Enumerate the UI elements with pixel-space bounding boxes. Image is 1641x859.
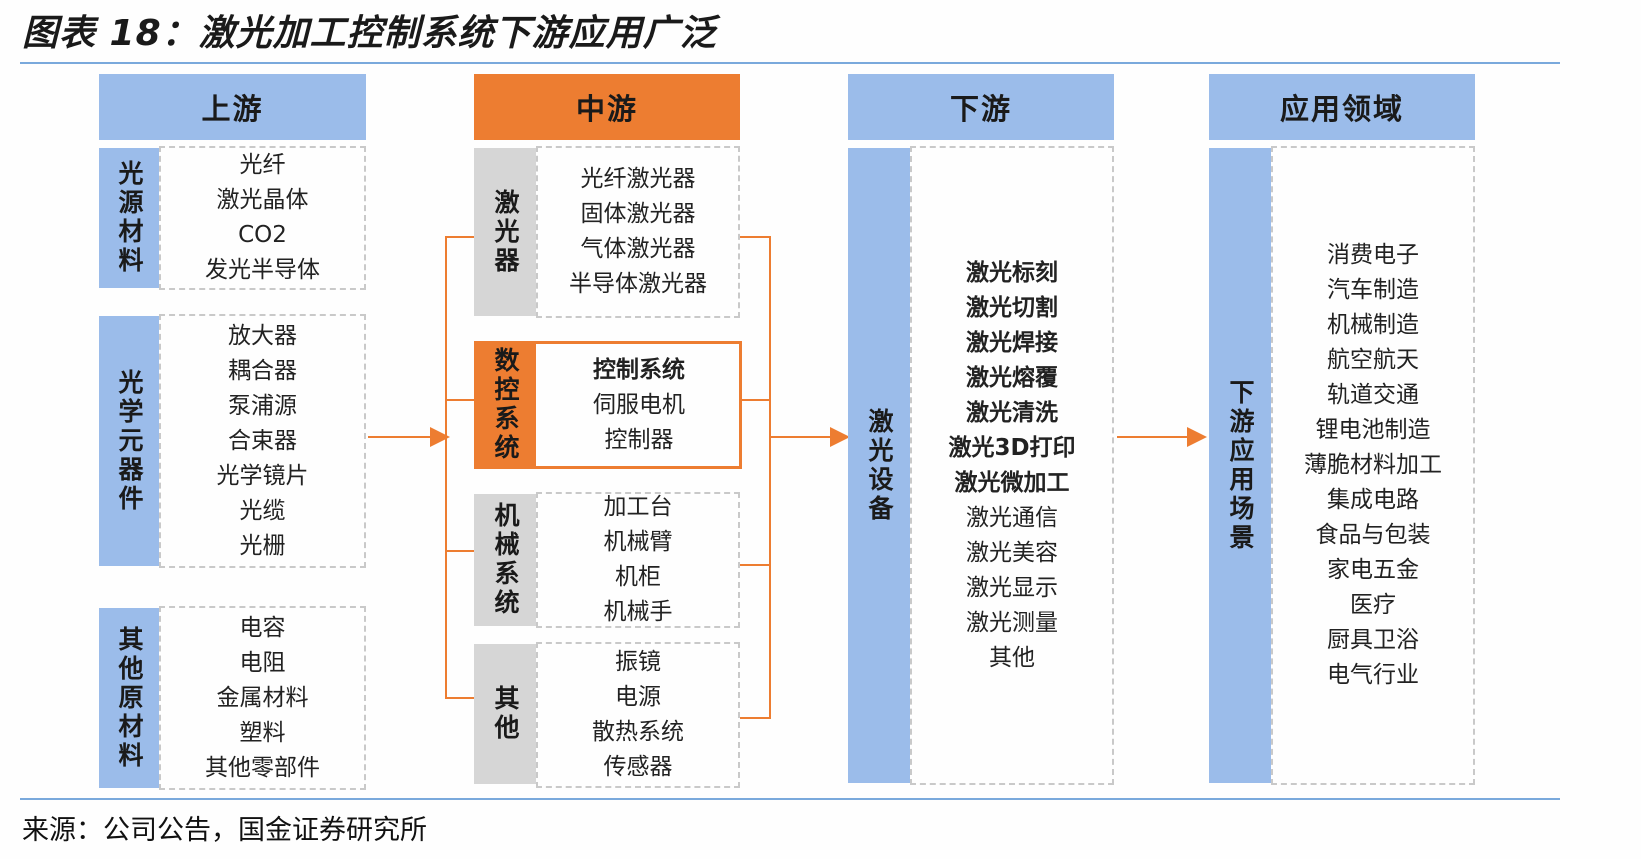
upstream-group-box: 光纤 激光晶体 CO2 发光半导体: [159, 146, 366, 290]
list-item: 薄脆材料加工: [1304, 452, 1442, 478]
upstream-group-label: 光源材料: [99, 148, 159, 288]
header-downstream: 下游: [848, 74, 1114, 140]
upstream-group-label: 光学元器件: [99, 316, 159, 566]
top-divider: [20, 62, 1560, 64]
list-item: 合束器: [228, 427, 297, 454]
upstream-group-label: 其他原材料: [99, 608, 159, 788]
group-label-text: 光源材料: [115, 160, 144, 276]
list-item: 金属材料: [216, 684, 309, 711]
midstream-group-label: 激光器: [474, 148, 536, 316]
list-item: 电源: [615, 684, 661, 710]
group-label-text: 机械系统: [491, 502, 520, 618]
list-item: 航空航天: [1327, 347, 1419, 373]
midstream-group-label: 机械系统: [474, 494, 536, 626]
list-item: 半导体激光器: [569, 271, 707, 297]
list-item: 机柜: [615, 564, 661, 590]
upstream-group-box: 放大器 耦合器 泵浦源 合束器 光学镜片 光缆 光栅: [159, 314, 366, 568]
midstream-group-box-highlight: 控制系统 伺服电机 控制器: [474, 341, 742, 469]
list-item: 加工台: [603, 494, 673, 520]
list-item: 光栅: [239, 532, 286, 559]
group-label-text: 其他原材料: [115, 625, 144, 771]
downstream-label: 激光设备: [848, 148, 910, 783]
list-item: 激光切割: [965, 294, 1058, 321]
midstream-group-box: 光纤激光器 固体激光器 气体激光器 半导体激光器: [536, 146, 740, 318]
list-item: 机械手: [603, 599, 673, 625]
figure-title: 图表 18：激光加工控制系统下游应用广泛: [22, 13, 717, 54]
list-item: 激光通信: [965, 504, 1058, 531]
list-item: 电容: [239, 614, 286, 641]
list-item: 集成电路: [1327, 487, 1419, 513]
midstream-left-bracket: [445, 236, 474, 699]
list-item: 家电五金: [1327, 557, 1419, 583]
list-item: 光纤: [239, 152, 286, 178]
bottom-divider: [20, 798, 1560, 800]
list-item: 锂电池制造: [1315, 417, 1431, 443]
group-label-text: 下游应用场景: [1226, 378, 1255, 553]
list-item: 放大器: [228, 322, 297, 349]
group-label-text: 光学元器件: [115, 368, 144, 514]
header-application: 应用领域: [1209, 74, 1475, 140]
list-item: CO2: [238, 222, 287, 248]
list-item: 消费电子: [1327, 242, 1419, 268]
list-item: 激光显示: [965, 574, 1058, 601]
list-item: 医疗: [1350, 592, 1396, 618]
list-item: 伺服电机: [593, 391, 685, 418]
list-item: 光学镜片: [216, 462, 309, 489]
list-item: 机械臂: [603, 529, 673, 555]
list-item: 光纤激光器: [580, 166, 696, 192]
midstream-group-label: 其他: [474, 644, 536, 784]
list-item: 电气行业: [1327, 662, 1419, 688]
group-label-text: 数控系统: [491, 347, 520, 463]
list-item: 激光焊接: [965, 329, 1058, 356]
list-item: 传感器: [603, 754, 673, 780]
group-label-text: 其他: [491, 685, 520, 743]
list-item: 控制系统: [593, 356, 685, 383]
group-label-text: 激光设备: [865, 407, 894, 524]
list-item: 激光3D打印: [948, 434, 1076, 461]
list-item: 控制器: [604, 426, 674, 453]
midstream-group-box: 加工台 机械臂 机柜 机械手: [536, 492, 740, 628]
list-item: 激光微加工: [954, 469, 1070, 496]
list-item: 耦合器: [228, 357, 297, 384]
header-upstream: 上游: [99, 74, 366, 140]
list-item: 发光半导体: [205, 257, 320, 283]
header-midstream: 中游: [474, 74, 740, 140]
list-item: 固体激光器: [580, 201, 696, 227]
list-item: 轨道交通: [1327, 382, 1419, 408]
midstream-group-box: 振镜 电源 散热系统 传感器: [536, 642, 740, 788]
list-item: 其他零部件: [205, 754, 320, 781]
list-item: 振镜: [615, 649, 661, 675]
upstream-group-box: 电容 电阻 金属材料 塑料 其他零部件: [159, 606, 366, 790]
list-item: 激光标刻: [965, 259, 1058, 286]
list-item: 光缆: [239, 497, 286, 524]
list-item: 激光美容: [965, 539, 1058, 566]
list-item: 汽车制造: [1327, 277, 1419, 303]
list-item: 其他: [988, 644, 1035, 671]
application-box: 消费电子 汽车制造 机械制造 航空航天 轨道交通 锂电池制造 薄脆材料加工 集成…: [1271, 146, 1475, 785]
list-item: 塑料: [239, 719, 286, 746]
list-item: 机械制造: [1327, 312, 1419, 338]
list-item: 散热系统: [592, 719, 684, 745]
list-item: 激光测量: [965, 609, 1058, 636]
midstream-group-label-highlight: 数控系统: [474, 343, 536, 467]
downstream-box: 激光标刻 激光切割 激光焊接 激光熔覆 激光清洗 激光3D打印 激光微加工 激光…: [910, 146, 1114, 785]
source-note: 来源：公司公告，国金证券研究所: [22, 815, 427, 846]
midstream-right-bracket: [740, 236, 771, 719]
list-item: 气体激光器: [580, 236, 696, 262]
application-label: 下游应用场景: [1209, 148, 1271, 783]
list-item: 食品与包装: [1315, 522, 1431, 548]
list-item: 泵浦源: [228, 392, 297, 419]
list-item: 激光晶体: [216, 187, 309, 213]
list-item: 厨具卫浴: [1327, 627, 1419, 653]
group-label-text: 激光器: [491, 188, 520, 276]
list-item: 电阻: [239, 649, 286, 676]
list-item: 激光熔覆: [965, 364, 1058, 391]
list-item: 激光清洗: [965, 399, 1058, 426]
